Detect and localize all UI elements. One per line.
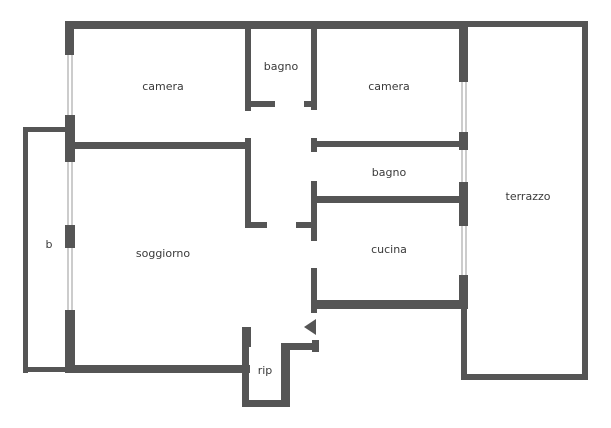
wall-right	[459, 132, 468, 150]
room-label-cucina: cucina	[371, 243, 407, 256]
wall-camera-bottom	[65, 142, 251, 149]
balcony-bottom	[23, 367, 68, 372]
wall-corridor-stub	[251, 222, 267, 228]
terrazzo-right	[582, 21, 588, 380]
wall-camera-right-bottom	[311, 141, 468, 147]
terrazzo-left-lower	[461, 300, 467, 380]
room-label-terrazzo: terrazzo	[506, 190, 551, 203]
windows	[67, 55, 467, 312]
room-label-b: b	[46, 238, 53, 251]
room-label-bagno-mid: bagno	[372, 166, 407, 179]
wall-right	[459, 275, 468, 309]
wall-soggiorno-top-right	[245, 327, 251, 347]
wall-left	[65, 310, 75, 372]
wall-bagno-bottom	[311, 196, 468, 203]
wall-corridor-right	[311, 268, 317, 313]
room-label-bagno-top: bagno	[264, 60, 299, 73]
rip-wall-stub	[312, 340, 319, 352]
wall-cucina-bottom	[311, 300, 468, 309]
wall-left	[65, 21, 74, 55]
balcony-top	[23, 127, 68, 132]
wall-bagno-stub	[304, 101, 312, 107]
wall-corridor-left	[245, 138, 251, 228]
wall-corridor-right	[311, 181, 317, 241]
wall-camera-right	[245, 21, 251, 111]
room-label-camera-left: camera	[142, 80, 184, 93]
wall-right	[459, 182, 468, 226]
wall-corridor-stub	[296, 222, 316, 228]
wall-left	[65, 225, 75, 248]
rip-wall-top	[281, 343, 319, 350]
rip-wall-left	[242, 327, 249, 407]
balcony-left	[23, 127, 28, 373]
wall-bagno-right	[311, 21, 317, 110]
wall-bagno-stub	[251, 101, 275, 107]
rip-wall-right	[281, 344, 290, 407]
room-label-soggiorno: soggiorno	[136, 247, 191, 260]
wall-top	[65, 21, 468, 29]
room-label-rip: rip	[258, 364, 273, 377]
wall-bottom	[65, 365, 250, 373]
terrazzo-bottom	[461, 374, 588, 380]
rip-wall-bottom	[242, 400, 290, 407]
entrance-arrow-icon	[304, 319, 316, 335]
wall-right	[459, 21, 468, 82]
terrazzo-top	[462, 21, 588, 27]
room-label-camera-right: camera	[368, 80, 410, 93]
wall-left	[65, 115, 75, 162]
walls	[23, 21, 588, 407]
